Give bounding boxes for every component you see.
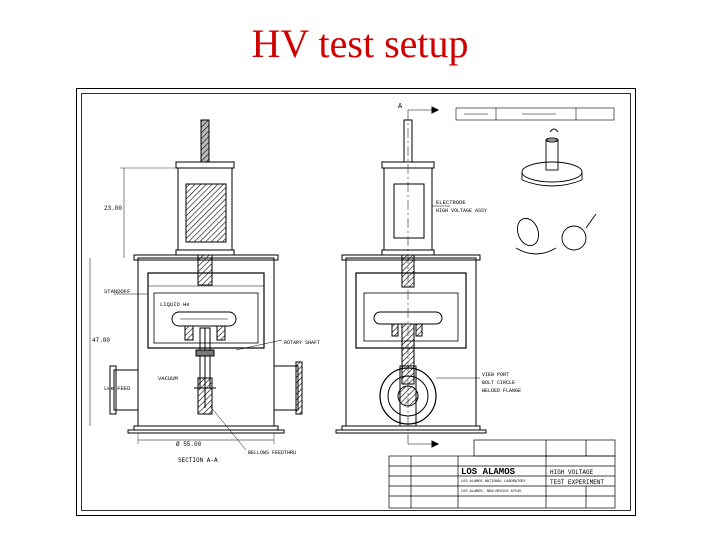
label-rotary: ROTARY SHAFT (284, 340, 320, 346)
label-bellows: BELLOWS FEEDTHRU (248, 450, 296, 456)
label-vacuum: VACUUM (158, 375, 178, 382)
title-block-title2: TEST EXPERIMENT (550, 479, 604, 486)
label-port-sub1: BOLT CIRCLE (482, 380, 515, 386)
isometric-view (515, 128, 597, 255)
dim-height: 23.00 (104, 205, 122, 212)
title-block-title1: HIGH VOLTAGE (550, 469, 594, 476)
label-liquid: LIQUID He (160, 301, 190, 308)
drawing-border-outer (76, 88, 636, 516)
label-feed: LHe FEED (104, 385, 131, 392)
label-electrode: ELECTRODE (436, 199, 466, 206)
label-section-a: A (398, 103, 403, 111)
label-port-sub2: WELDED FLANGE (482, 388, 521, 394)
title-block (388, 439, 616, 509)
left-view (89, 119, 303, 451)
label-port: VIEW PORT (482, 372, 509, 378)
revision-block (455, 107, 615, 121)
title-block-org-sub2: LOS ALAMOS, NEW MEXICO 87545 (461, 490, 521, 494)
drawing-border-inner (81, 93, 631, 511)
title-block-org-sub1: LOS ALAMOS NATIONAL LABORATORY (461, 480, 527, 484)
label-electrode-sub: HIGH VOLTAGE ASSY (436, 208, 487, 214)
dim-height-2: 47.00 (92, 337, 110, 344)
dim-width: Ø 55.00 (176, 441, 202, 448)
slide-title: HV test setup (251, 21, 469, 66)
right-view (335, 106, 487, 448)
title-block-org: LOS ALAMOS (461, 467, 516, 477)
label-standoff: STANDOFF (104, 288, 130, 295)
label-section: SECTION A-A (178, 457, 218, 464)
engineering-drawing: 23.00 47.00 Ø 55.00 STANDOFF LIQUID He V… (76, 88, 636, 516)
